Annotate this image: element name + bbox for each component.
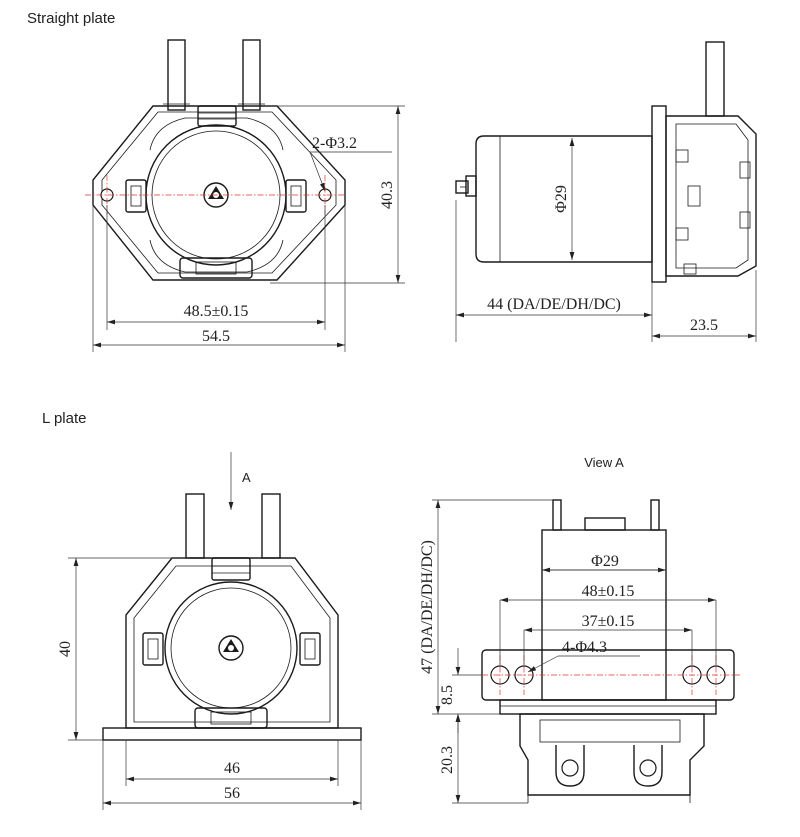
va-outer-spacing-label: 48±0.15 <box>582 583 635 600</box>
sp-hole-spacing-label: 48.5±0.15 <box>184 303 249 320</box>
sp-holes-label: 2-Φ3.2 <box>312 135 357 152</box>
straight-plate-front-view <box>85 39 346 281</box>
side-length-label: 44 (DA/DE/DH/DC) <box>487 296 621 313</box>
view-a-drawing <box>481 499 740 803</box>
side-diameter-label: Φ29 <box>553 185 570 213</box>
side-view <box>455 41 757 283</box>
straight-plate-heading: Straight plate <box>27 10 116 27</box>
straight-plate-front-dimensions <box>92 105 405 352</box>
l-plate-heading: L plate <box>42 410 87 427</box>
view-a-title: View A <box>584 455 624 470</box>
lp-hole-spacing-label: 46 <box>224 760 240 777</box>
va-diameter-label: Φ29 <box>591 553 619 570</box>
lp-width-label: 56 <box>224 785 240 802</box>
va-base-label: 20.3 <box>439 746 456 774</box>
va-inner-spacing-label: 37±0.15 <box>582 613 635 630</box>
sp-height-label: 40.3 <box>379 181 396 209</box>
l-plate-front-view: A <box>102 452 362 741</box>
va-flange-label: 8.5 <box>439 685 456 705</box>
lp-height-label: 40 <box>57 641 74 657</box>
sp-width-label: 54.5 <box>202 328 230 345</box>
side-depth-label: 23.5 <box>690 317 718 334</box>
l-plate-front-dimensions <box>68 557 362 810</box>
va-holes-label: 4-Φ4.3 <box>562 639 607 656</box>
side-view-dimensions <box>455 138 757 342</box>
view-a-dimensions <box>432 499 717 804</box>
va-total-label: 47 (DA/DE/DH/DC) <box>419 540 436 674</box>
view-direction-label: A <box>242 470 251 485</box>
